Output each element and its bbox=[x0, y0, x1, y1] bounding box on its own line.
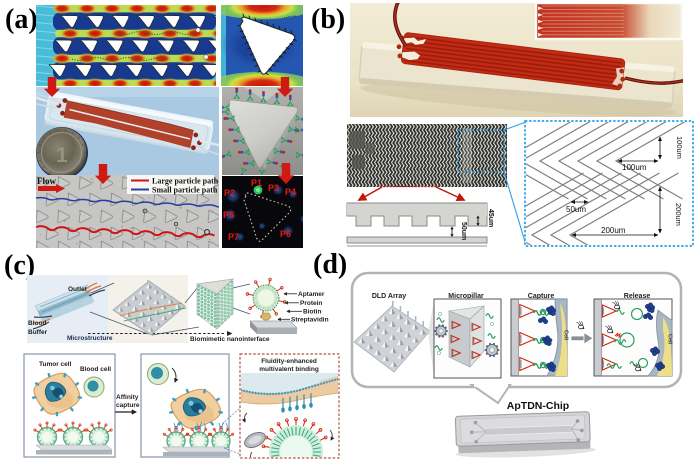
svg-text:O: O bbox=[490, 322, 494, 328]
svg-text:Fluidity-enhanced: Fluidity-enhanced bbox=[261, 358, 317, 365]
svg-text:(b): (b) bbox=[311, 4, 345, 35]
svg-text:P4: P4 bbox=[285, 187, 296, 197]
svg-text:P3: P3 bbox=[268, 183, 279, 193]
svg-text:Streptavidin: Streptavidin bbox=[291, 317, 329, 324]
svg-text:Outlet: Outlet bbox=[68, 286, 88, 293]
svg-text:P2: P2 bbox=[224, 188, 235, 198]
svg-text:Flow: Flow bbox=[37, 176, 56, 186]
svg-text:50um: 50um bbox=[460, 222, 467, 240]
svg-text:ApTDN-Chip: ApTDN-Chip bbox=[507, 400, 569, 412]
svg-text:Cell: Cell bbox=[667, 334, 673, 345]
svg-text:P6: P6 bbox=[280, 229, 291, 239]
svg-text:100um: 100um bbox=[675, 136, 684, 159]
svg-text:45um: 45um bbox=[487, 209, 494, 227]
svg-text:O: O bbox=[438, 312, 442, 318]
svg-text:1: 1 bbox=[56, 144, 68, 167]
svg-text:Small particle path: Small particle path bbox=[152, 186, 218, 195]
svg-text:DLD Array: DLD Array bbox=[372, 293, 406, 300]
svg-text:P5: P5 bbox=[223, 210, 234, 220]
svg-text:Protein: Protein bbox=[300, 300, 322, 307]
svg-text:Cell: Cell bbox=[563, 330, 569, 341]
svg-text:Micropillar: Micropillar bbox=[448, 293, 484, 300]
svg-text:Biotin: Biotin bbox=[303, 309, 321, 316]
svg-text:Capture: Capture bbox=[528, 293, 555, 300]
svg-text:O: O bbox=[437, 351, 441, 357]
svg-text:Release: Release bbox=[624, 293, 651, 300]
svg-text:P1: P1 bbox=[251, 178, 262, 188]
svg-text:Tumor cell: Tumor cell bbox=[39, 361, 72, 368]
svg-text:Blood cell: Blood cell bbox=[80, 366, 111, 373]
svg-text:(a): (a) bbox=[5, 4, 38, 35]
svg-text:P7: P7 bbox=[228, 232, 239, 242]
svg-text:Large particle path: Large particle path bbox=[152, 177, 219, 186]
svg-text:capture: capture bbox=[116, 402, 140, 409]
svg-text:200um: 200um bbox=[601, 226, 626, 235]
svg-text:Blood: Blood bbox=[28, 320, 46, 327]
svg-text:Microstructure: Microstructure bbox=[67, 335, 113, 342]
svg-text:multivalent binding: multivalent binding bbox=[259, 366, 319, 373]
svg-text:Aptamer: Aptamer bbox=[298, 291, 325, 298]
svg-text:100um: 100um bbox=[622, 163, 647, 172]
svg-text:Buffer: Buffer bbox=[28, 329, 48, 336]
svg-text:Biomimetic nanointerface: Biomimetic nanointerface bbox=[190, 336, 270, 343]
svg-text:(d): (d) bbox=[313, 249, 347, 280]
svg-text:Affinity: Affinity bbox=[116, 394, 139, 401]
svg-text:200um: 200um bbox=[674, 203, 683, 226]
svg-text:50um: 50um bbox=[566, 205, 586, 214]
